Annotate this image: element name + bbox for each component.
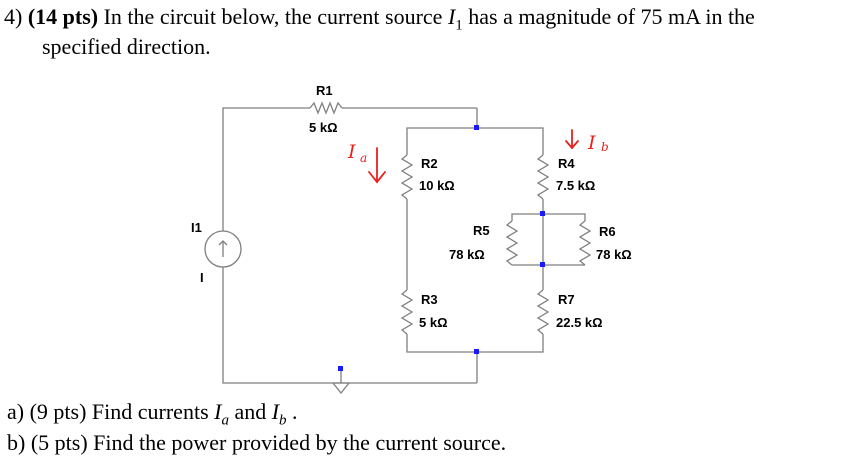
node-bottom — [474, 349, 479, 354]
ia-sub: a — [221, 412, 229, 429]
ib-sub: b — [279, 412, 287, 429]
ground-icon — [331, 382, 351, 395]
r1-symbol — [309, 101, 343, 115]
r4-symbol — [536, 154, 550, 200]
i1-label: I1 — [191, 220, 202, 235]
wire-bottom-left — [222, 267, 477, 384]
r4-value: 7.5 kΩ — [556, 178, 595, 193]
ia-annotation: I a — [347, 141, 386, 184]
r5-value: 78 kΩ — [449, 247, 485, 262]
ia-symbol: I — [214, 399, 222, 424]
source-symbol: I — [447, 4, 456, 29]
current-source-symbol — [204, 230, 242, 268]
problem-statement: 4) (14 pts) In the circuit below, the cu… — [4, 2, 839, 62]
problem-text-after: has a magnitude of 75 mA in the — [462, 4, 755, 29]
problem-points: (14 pts) — [27, 4, 99, 29]
r1-label: R1 — [316, 83, 333, 98]
circuit-wires — [204, 101, 592, 395]
source-subscript: 1 — [455, 17, 463, 34]
r3-symbol — [400, 289, 414, 335]
part-a-label: a) — [7, 399, 25, 424]
r7-label: R7 — [558, 292, 575, 307]
ia-letter: I — [347, 141, 356, 163]
current-source-arrow-head — [218, 240, 228, 246]
node-r5r6-top — [540, 211, 545, 216]
part-a: a) (9 pts) Find currents Ia and Ib . — [7, 396, 837, 429]
wire-top-left — [222, 107, 310, 231]
r3-value: 5 kΩ — [419, 315, 448, 330]
part-b-points: (5 pts) — [30, 430, 88, 455]
node-r5r6-bottom — [540, 262, 545, 267]
r1-value: 5 kΩ — [309, 120, 338, 135]
node-ground — [338, 366, 343, 371]
problem-text-before: In the circuit below, the current source — [103, 4, 448, 29]
i1-value: I — [200, 270, 204, 285]
ib-letter: I — [587, 132, 596, 154]
part-b-label: b) — [7, 430, 26, 455]
wire-r6-top — [543, 213, 586, 221]
r5-label: R5 — [473, 223, 490, 238]
r7-symbol — [536, 289, 550, 335]
r2-value: 10 kΩ — [419, 178, 455, 193]
ib-symbol: I — [271, 399, 280, 424]
r5-symbol — [505, 220, 519, 266]
r2-symbol — [400, 154, 414, 200]
ia-subscript: a — [360, 151, 367, 165]
ib-arrow-icon — [565, 129, 579, 150]
r7-value: 22.5 kΩ — [556, 315, 603, 330]
wire-r5-top — [511, 213, 543, 221]
r4-label: R4 — [558, 156, 575, 171]
part-b: b) (5 pts) Find the power provided by th… — [7, 427, 837, 458]
r6-label: R6 — [599, 224, 616, 239]
node-top — [474, 125, 479, 130]
part-a-and: and — [228, 399, 272, 424]
problem-number: 4) — [4, 4, 23, 29]
circuit-nodes — [338, 125, 545, 371]
part-b-text: Find the power provided by the current s… — [93, 430, 507, 455]
r6-value: 78 kΩ — [596, 247, 632, 262]
question-parts: a) (9 pts) Find currents Ia and Ib . b) … — [7, 396, 837, 458]
part-a-points: (9 pts) — [29, 399, 87, 424]
r3-label: R3 — [421, 292, 438, 307]
wire-top-bus — [406, 127, 544, 155]
r6-symbol — [578, 220, 592, 266]
r2-label: R2 — [421, 156, 438, 171]
ib-subscript: b — [601, 140, 609, 154]
problem-text-line2: specified direction. — [42, 34, 211, 59]
part-a-text: Find currents — [91, 399, 215, 424]
ia-arrow-icon — [368, 147, 386, 184]
ib-annotation: I b — [565, 129, 609, 154]
part-a-end: . — [286, 399, 298, 424]
